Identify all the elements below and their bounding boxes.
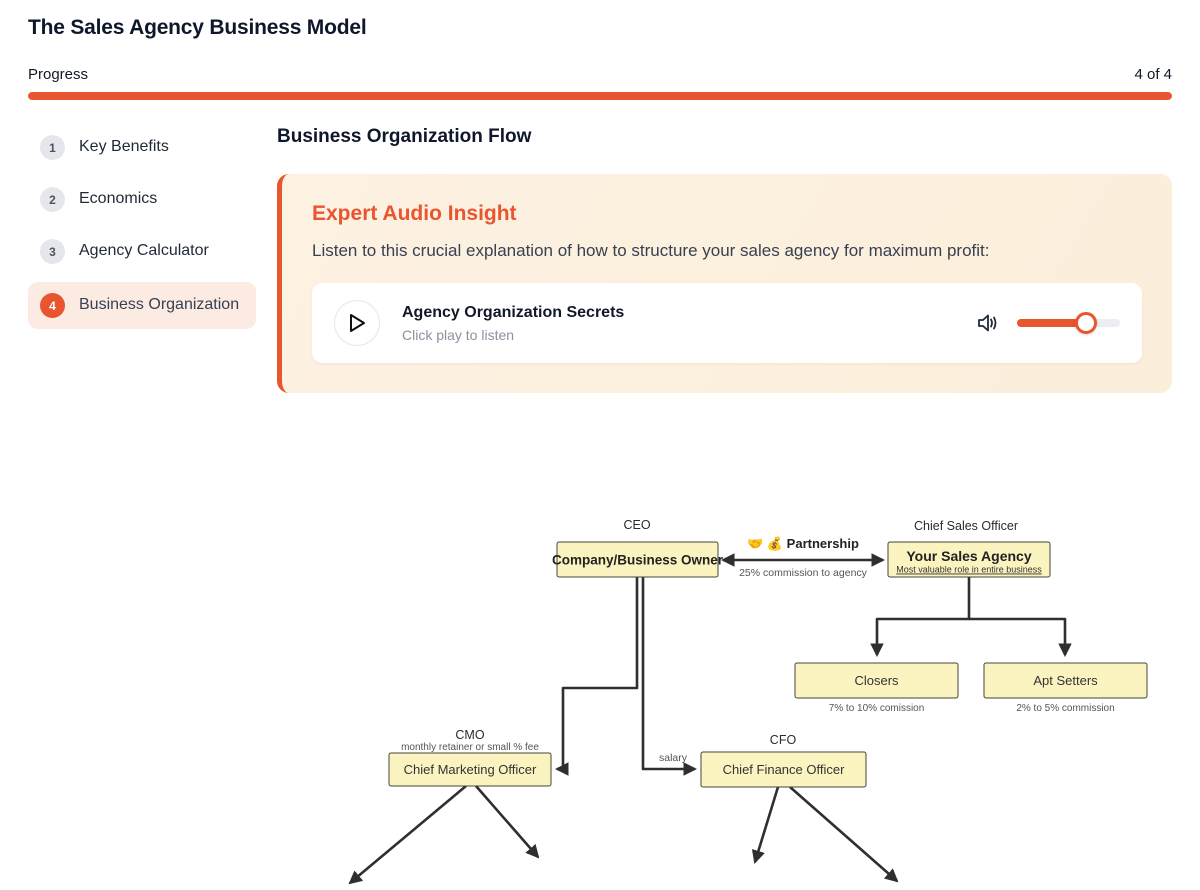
track-title: Agency Organization Secrets [402, 303, 625, 321]
progress-bar-fill [28, 92, 1172, 100]
volume-slider-fill [1017, 319, 1086, 327]
step-number-badge: 2 [40, 187, 65, 212]
apt-setters-label: Apt Setters [1033, 673, 1098, 688]
volume-control [977, 312, 1120, 334]
sidebar-item-business-organization[interactable]: 4 Business Organization [28, 282, 256, 329]
closers-label: Closers [854, 673, 899, 688]
cmo-label: Chief Marketing Officer [404, 762, 537, 777]
edge-cfo-left [751, 786, 780, 864]
volume-slider-thumb[interactable] [1075, 312, 1097, 334]
sales-agency-label: Your Sales Agency [906, 548, 1031, 564]
edge-ceo-cmo [554, 577, 639, 776]
progress-label: Progress [28, 66, 89, 83]
progress-bar [28, 92, 1172, 100]
sidebar-item-label: Business Organization [79, 296, 240, 314]
cmo-sublabel: monthly retainer or small % fee [401, 742, 539, 753]
cfo-label: Chief Finance Officer [723, 762, 846, 777]
cfo-node[interactable] [700, 751, 867, 788]
step-number-badge: 4 [40, 293, 65, 318]
step-number-badge: 3 [40, 239, 65, 264]
step-number-badge: 1 [40, 135, 65, 160]
sidebar-item-economics[interactable]: 2 Economics [28, 178, 256, 221]
track-subtitle: Click play to listen [402, 326, 515, 343]
volume-slider[interactable] [1017, 312, 1120, 334]
sidebar-item-label: Economics [79, 190, 158, 208]
cmo-title: CMO [455, 728, 484, 742]
org-chart: 🤝 💰 Partnership 25% commission to agency… [0, 487, 1200, 890]
edge-ceo-cfo [641, 577, 698, 776]
cmo-node[interactable] [388, 752, 552, 787]
edge-agency-apt-setters [969, 617, 1072, 658]
closers-note: 7% to 10% comission [829, 703, 925, 714]
speaker-icon [978, 314, 997, 332]
main-content: Business Organization Flow Expert Audio … [277, 126, 1172, 393]
play-button[interactable] [334, 300, 380, 346]
expert-audio-insight-card: Expert Audio Insight Listen to this cruc… [277, 174, 1172, 393]
sidebar-item-agency-calculator[interactable]: 3 Agency Calculator [28, 230, 256, 273]
sidebar: 1 Key Benefits 2 Economics 3 Agency Calc… [28, 126, 256, 338]
salary-label: salary [659, 752, 688, 764]
section-heading: Business Organization Flow [277, 126, 532, 147]
play-icon [350, 314, 365, 332]
sales-agency-node[interactable] [887, 541, 1051, 578]
audio-player: Agency Organization Secrets Click play t… [312, 283, 1142, 363]
progress-row: Progress 4 of 4 [28, 66, 1172, 83]
company-owner-label: Company/Business Owner [552, 553, 724, 568]
apt-setters-note: 2% to 5% commission [1016, 703, 1114, 714]
page-title: The Sales Agency Business Model [28, 16, 367, 39]
sidebar-item-key-benefits[interactable]: 1 Key Benefits [28, 126, 256, 169]
partnership-sublabel: 25% commission to agency [739, 567, 868, 579]
edge-agency-closers [870, 577, 971, 658]
track-info: Agency Organization Secrets Click play t… [402, 304, 624, 343]
header: The Sales Agency Business Model Progress… [0, 0, 1200, 100]
closers-node[interactable] [794, 662, 959, 699]
org-chart-svg: 🤝 💰 Partnership 25% commission to agency… [348, 518, 1148, 885]
apt-setters-node[interactable] [983, 662, 1148, 699]
sidebar-item-label: Key Benefits [79, 138, 169, 156]
company-owner-node[interactable] [556, 541, 719, 578]
sales-agency-note: Most valuable role in entire business [896, 565, 1042, 575]
audio-card-title: Expert Audio Insight [312, 202, 517, 225]
edge-cmo-right [475, 785, 540, 859]
audio-card-description: Listen to this crucial explanation of ho… [312, 241, 990, 260]
sidebar-item-label: Agency Calculator [79, 242, 209, 260]
cfo-title: CFO [770, 733, 797, 747]
cso-title: Chief Sales Officer [914, 519, 1018, 533]
ceo-title: CEO [623, 518, 650, 532]
progress-count: 4 of 4 [1134, 66, 1172, 83]
edge-cfo-right [789, 786, 899, 883]
edge-cmo-left [348, 785, 467, 885]
content: 1 Key Benefits 2 Economics 3 Agency Calc… [0, 126, 1200, 393]
partnership-label: 🤝 💰 Partnership [747, 536, 859, 552]
